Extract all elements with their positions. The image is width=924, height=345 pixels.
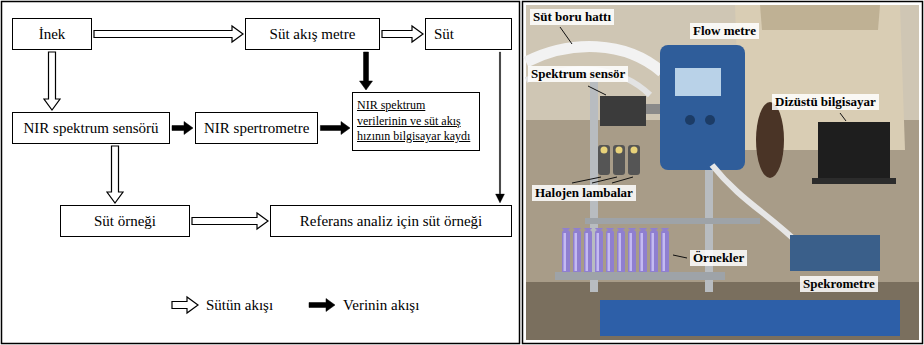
cart-base [600,300,900,336]
box-text: NIR spertrometre [204,119,309,137]
flow-arrow [107,146,123,203]
legend-text: Verinin akışı [343,297,419,314]
halogen-lamp [613,145,625,175]
legend: Sütün akışı Verinin akışı [170,295,453,315]
box-text: Süt [434,25,503,43]
box-text: Süt örneği [69,212,181,230]
photo-label: Spekrometre [800,276,878,292]
process-box: NIR spektrum verilerinin ve süt akış hız… [352,92,480,151]
photo-label: Süt boru hattı [530,9,614,25]
photo-label: Örnekler [690,250,747,266]
leader-line [673,255,687,258]
cart-shelf [585,218,760,224]
flow-meter-knob [685,115,695,125]
legend-arrow [309,299,335,312]
flow-arrow [94,26,243,42]
sample-rack [560,228,670,274]
left-panel [2,2,520,344]
photo-label: Spektrum sensör [528,66,628,82]
flow-arrow [382,26,423,42]
legend-entry: Sütün akışı [170,295,273,315]
leader-line [840,113,846,121]
photo-label: Halojen lambalar [532,185,636,201]
box-text: Süt akış metre [254,25,371,43]
lamp-light [616,147,623,154]
box-text: İnek [21,25,83,43]
process-box: Süt [425,18,512,50]
flow-arrow [44,52,60,110]
halogen-lamp [628,145,640,175]
legend-sample [307,295,337,315]
legend-arrow [172,297,198,313]
box-text: Referans analiz için süt örneği [279,212,503,230]
photo-label: Flow metre [690,23,759,39]
leader-line [612,177,633,183]
leader-line [588,86,606,95]
sample-tray [555,272,725,280]
legend-sample [170,295,200,315]
halogen-lamp [598,145,610,175]
process-box: NIR spertrometre [195,112,318,144]
spectrometer [790,235,880,271]
box-text: NIR spektrum sensörü [21,119,161,137]
flow-arrow [172,122,193,135]
right-panel [523,2,923,344]
process-box: Referans analiz için süt örneği [270,205,512,237]
leader-line [592,177,617,183]
legend-entry: Verinin akışı [307,295,419,315]
flow-meter [660,45,745,170]
flow-arrow [320,122,350,135]
leader-line [560,27,572,44]
shirt-stripe [760,5,880,30]
sample-hose [712,165,800,245]
legend-text: Sütün akışı [206,297,273,314]
flow-meter-display [675,68,721,96]
process-box: Süt akış metre [245,18,380,50]
flow-arrow [192,213,268,229]
laptop-base [812,178,896,184]
laptop [818,122,890,180]
flow-arrow [360,52,373,90]
person-arm [756,102,784,178]
process-box: İnek [12,18,92,50]
photo-ground [526,5,919,340]
flow-arrow [496,52,505,203]
lamp-light [631,147,638,154]
lamp-light [601,147,608,154]
sensor-tube [646,104,660,114]
photo-label: Dizüstü bilgisayar [772,94,879,110]
box-text: NIR spektrum verilerinin ve süt akış hız… [357,98,475,145]
flow-meter-knob [705,115,715,125]
process-box: Süt örneği [60,205,190,237]
spectrum-sensor [600,96,646,126]
process-box: NIR spektrum sensörü [12,112,170,144]
